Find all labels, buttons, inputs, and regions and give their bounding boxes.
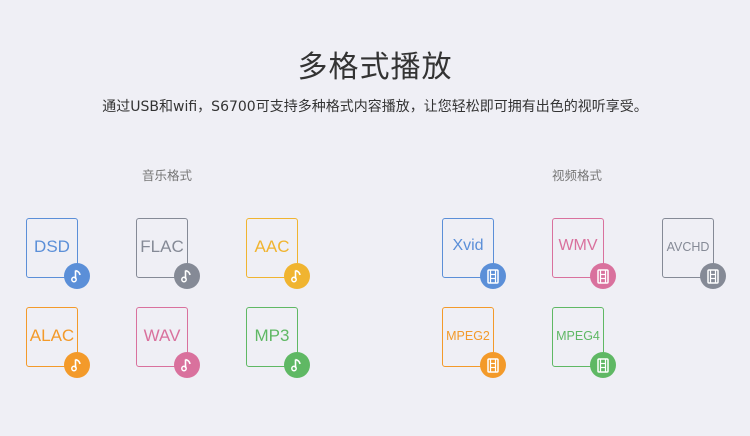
video-section-label: 视频格式 xyxy=(552,168,603,183)
film-icon xyxy=(700,263,726,289)
format-tile-xvid: Xvid xyxy=(442,218,506,289)
format-tile-flac: FLAC xyxy=(136,218,200,289)
format-label: AVCHD xyxy=(666,240,710,254)
film-icon xyxy=(590,263,616,289)
music-note-icon xyxy=(174,263,200,289)
format-label: MP3 xyxy=(254,326,290,345)
format-label: AAC xyxy=(254,237,290,256)
film-icon xyxy=(480,263,506,289)
format-label: MPEG2 xyxy=(446,329,490,343)
format-tile-dsd: DSD xyxy=(26,218,90,289)
music-note-icon xyxy=(284,263,310,289)
music-note-icon xyxy=(64,263,90,289)
format-tile-wmv: WMV xyxy=(552,218,616,289)
format-tile-aac: AAC xyxy=(246,218,310,289)
format-label: DSD xyxy=(34,237,70,256)
page-title: 多格式播放 xyxy=(297,50,453,85)
film-icon xyxy=(590,352,616,378)
format-label: FLAC xyxy=(140,237,184,256)
format-tile-mpeg4: MPEG4 xyxy=(552,307,616,378)
music-note-icon xyxy=(174,352,200,378)
format-label: ALAC xyxy=(29,326,75,345)
format-tile-avchd: AVCHD xyxy=(662,218,726,289)
format-tile-alac: ALAC xyxy=(26,307,90,378)
page-subtitle: 通过USB和wifi，S6700可支持多种格式内容播放，让您轻松即可拥有出色的视… xyxy=(102,99,648,115)
format-label: Xvid xyxy=(452,237,484,254)
music-note-icon xyxy=(284,352,310,378)
format-tile-mp3: MP3 xyxy=(246,307,310,378)
format-label: MPEG4 xyxy=(556,329,600,343)
format-tile-mpeg2: MPEG2 xyxy=(442,307,506,378)
format-tile-wav: WAV xyxy=(136,307,200,378)
music-note-icon xyxy=(64,352,90,378)
audio-section-label: 音乐格式 xyxy=(142,168,193,183)
format-label: WMV xyxy=(558,237,598,254)
format-label: WAV xyxy=(143,326,181,345)
film-icon xyxy=(480,352,506,378)
